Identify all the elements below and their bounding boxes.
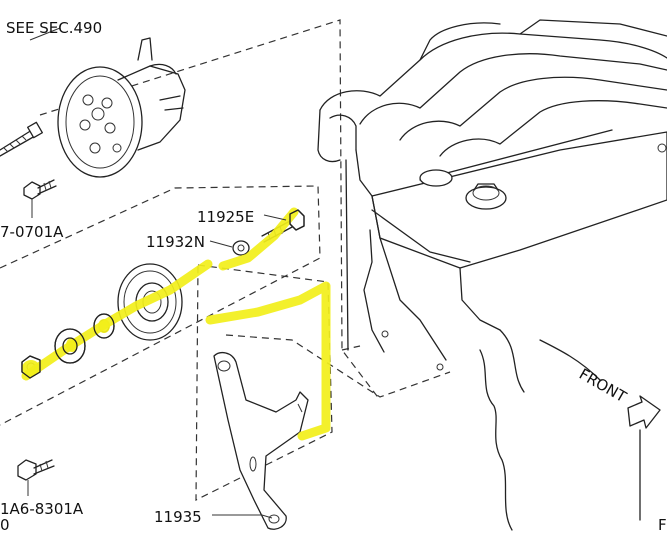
leader-lines (209, 214, 287, 519)
label-edge-left: 0 (0, 516, 10, 534)
highlight-bolt-11925e (218, 207, 299, 271)
label-part-11935: 11935 (154, 508, 202, 526)
dashed-frames (0, 19, 451, 501)
highlight-bracket-frame (205, 281, 331, 441)
bolt-1a6-8301a (17, 459, 55, 496)
highlight-pulley-shaft (21, 259, 213, 381)
power-steering-pump (29, 27, 186, 178)
highlight-marks (21, 207, 331, 441)
highlight-nut (22, 360, 40, 376)
label-edge-right: F (658, 516, 667, 534)
long-bolt (0, 121, 43, 157)
label-bolt-bottom: 1A6-8301A (0, 500, 84, 518)
highlight-washer (66, 338, 78, 352)
highlight-spacer (98, 319, 110, 333)
label-bolt-top: 7-0701A (0, 223, 64, 241)
front-arrow (627, 395, 661, 429)
label-part-11932n: 11932N (146, 233, 205, 251)
bolt-7-0701a (23, 179, 57, 218)
label-part-11925e: 11925E (197, 208, 254, 226)
bracket-11935 (213, 351, 309, 530)
label-front: FRONT (576, 365, 630, 407)
overlay-parts (21, 209, 305, 379)
engine (317, 19, 667, 531)
label-see-sec: SEE SEC.490 (6, 19, 102, 37)
